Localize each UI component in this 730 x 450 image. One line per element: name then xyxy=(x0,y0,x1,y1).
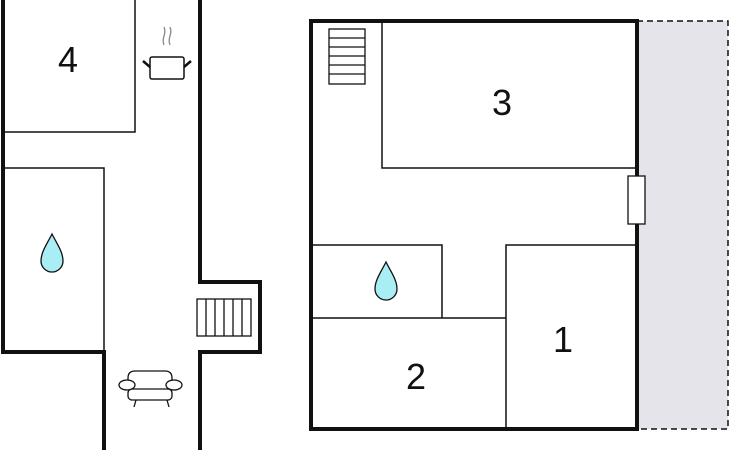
room-4: 4 xyxy=(3,0,136,133)
room-4-label: 4 xyxy=(58,39,78,80)
bathroom-drop-icon xyxy=(40,232,64,273)
room-3: 3 xyxy=(381,22,636,169)
room-2-label: 2 xyxy=(406,356,426,397)
room-1: 1 xyxy=(505,244,636,428)
window-icon xyxy=(627,175,646,225)
terrace xyxy=(636,20,729,430)
stairs-icon xyxy=(196,298,252,337)
stairs-icon xyxy=(328,28,366,85)
left-bathroom xyxy=(3,167,105,352)
right-building: 3 1 2 xyxy=(309,19,729,431)
bathroom-drop-icon xyxy=(374,260,398,301)
room-1-label: 1 xyxy=(553,319,573,360)
sofa-icon xyxy=(118,370,183,408)
left-building: 4 xyxy=(1,0,262,450)
room-2: 2 xyxy=(312,317,506,397)
kitchen-pot-icon xyxy=(142,26,192,80)
room-3-label: 3 xyxy=(492,82,512,123)
right-bathroom xyxy=(312,244,443,318)
